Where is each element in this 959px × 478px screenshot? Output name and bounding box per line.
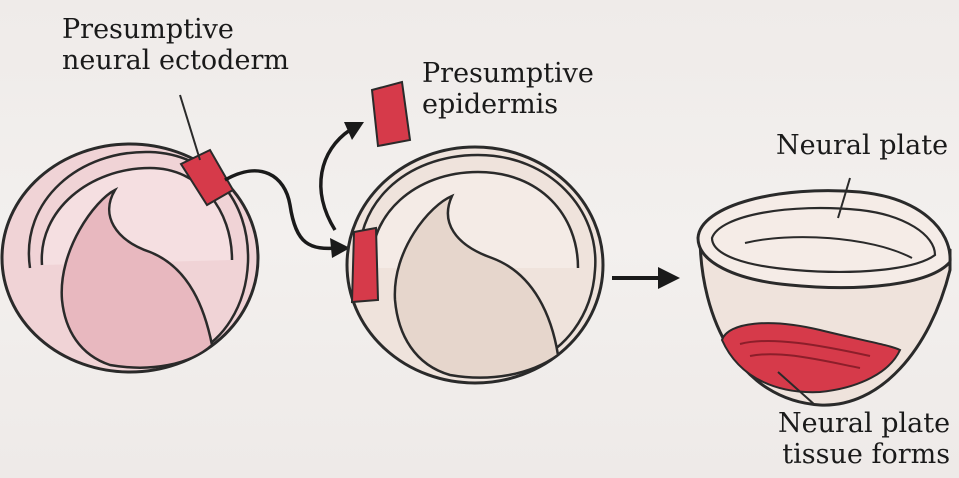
label-line: Neural plate — [778, 408, 950, 439]
removal-arrow — [321, 122, 364, 230]
donor-embryo — [2, 144, 258, 372]
label-line: Neural plate — [776, 130, 948, 161]
label-presumptive-neural-ectoderm: Presumptive neural ectoderm — [62, 14, 289, 76]
label-line: Presumptive — [422, 58, 594, 89]
ectoderm-leader-line — [180, 95, 200, 160]
label-presumptive-epidermis: Presumptive epidermis — [422, 58, 594, 120]
label-neural-plate-tissue-forms: Neural plate tissue forms — [778, 408, 950, 470]
label-line: epidermis — [422, 89, 594, 120]
label-line: Presumptive — [62, 14, 289, 45]
removed-epidermis-piece — [372, 82, 410, 146]
label-line: neural ectoderm — [62, 45, 289, 76]
label-line: tissue forms — [778, 439, 950, 470]
host-embryo — [347, 147, 603, 383]
development-arrow — [612, 267, 680, 289]
label-neural-plate: Neural plate — [776, 130, 948, 161]
neurula-embryo — [698, 191, 950, 406]
